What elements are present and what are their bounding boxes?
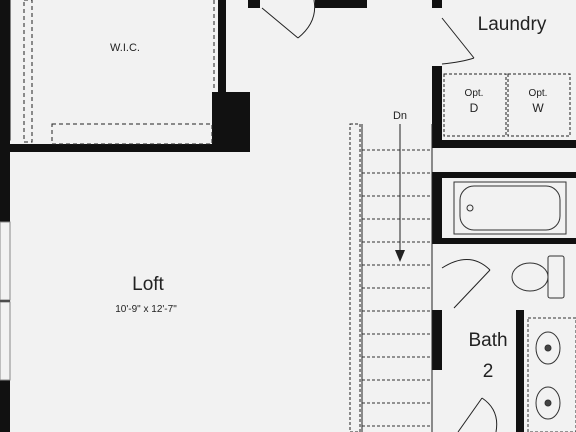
opt-d-box bbox=[443, 73, 507, 137]
toilet bbox=[511, 255, 565, 299]
wall-bath-left bbox=[432, 172, 442, 244]
door-bath-lower-leaf bbox=[457, 397, 483, 432]
wic-shelving bbox=[23, 0, 215, 145]
window-left-lower bbox=[0, 301, 11, 381]
windows-left bbox=[0, 221, 11, 381]
sink-upper bbox=[535, 331, 561, 365]
bathtub bbox=[453, 181, 567, 235]
door-laundry bbox=[441, 17, 475, 65]
door-laundry-leaf bbox=[441, 17, 475, 59]
bath2-line2: 2 bbox=[483, 361, 494, 382]
stair-rail-left bbox=[349, 123, 361, 432]
wall-top-mid bbox=[315, 0, 367, 8]
wall-laundry-left-lower bbox=[432, 66, 442, 148]
sink-lower bbox=[535, 386, 561, 420]
window-left-upper bbox=[0, 221, 11, 301]
wic-shelf-bottom bbox=[51, 123, 213, 145]
window-left-upper-frame bbox=[0, 0, 11, 141]
wall-left-exterior bbox=[0, 0, 10, 432]
wall-bath-left-lower bbox=[432, 310, 442, 370]
stair-direction-arrowhead bbox=[395, 250, 405, 262]
opt-w-box bbox=[507, 73, 571, 137]
door-bath-upper bbox=[441, 259, 491, 309]
wall-laundry-left bbox=[432, 0, 442, 8]
opt-d-line2: D bbox=[470, 101, 479, 115]
door-laundry-swing bbox=[441, 57, 475, 65]
stairs bbox=[349, 123, 433, 432]
opt-d-line1: Opt. bbox=[465, 88, 484, 99]
wall-bath-vanity-divider bbox=[516, 310, 524, 432]
vanity bbox=[527, 317, 576, 432]
loft-dimensions: 10'-9" x 12'-7" bbox=[115, 304, 177, 315]
wall-door-stub bbox=[248, 0, 260, 8]
wall-wic-right bbox=[218, 0, 226, 92]
laundry-label: Laundry bbox=[478, 14, 547, 35]
stairs-direction-label: Dn bbox=[393, 110, 407, 122]
laundry-appliance-spaces bbox=[443, 73, 571, 137]
sink-upper-drain bbox=[544, 344, 552, 352]
wall-wic-bottom bbox=[10, 144, 250, 152]
toilet-bowl bbox=[511, 262, 549, 292]
stair-treads bbox=[362, 149, 432, 427]
door-wic-swing bbox=[297, 0, 316, 39]
door-wic bbox=[261, 0, 316, 39]
window-left-top bbox=[0, 0, 11, 141]
wall-laundry-bottom bbox=[432, 140, 576, 148]
door-wic-leaf bbox=[261, 7, 299, 39]
loft-label: Loft bbox=[132, 274, 164, 295]
wall-bath-tub-divider bbox=[442, 238, 576, 244]
bathtub-inner bbox=[459, 185, 561, 231]
bath2-line1: Bath bbox=[468, 330, 507, 351]
door-bath-lower-swing bbox=[481, 397, 498, 432]
vanity-counter bbox=[527, 317, 576, 432]
door-bath-upper-swing bbox=[441, 259, 491, 271]
bathtub-drain bbox=[466, 204, 474, 212]
door-bath-upper-leaf bbox=[453, 269, 491, 309]
wall-bath-top bbox=[432, 172, 576, 178]
wic-label: W.I.C. bbox=[110, 42, 140, 54]
opt-w-line2: W bbox=[532, 101, 544, 115]
door-bath-lower bbox=[457, 397, 498, 432]
opt-w-line1: Opt. bbox=[529, 88, 548, 99]
wall-wic-right-pier bbox=[212, 92, 250, 152]
sink-lower-drain bbox=[544, 399, 552, 407]
wic-shelf-left bbox=[23, 0, 33, 143]
bathtub-outer bbox=[453, 181, 567, 235]
